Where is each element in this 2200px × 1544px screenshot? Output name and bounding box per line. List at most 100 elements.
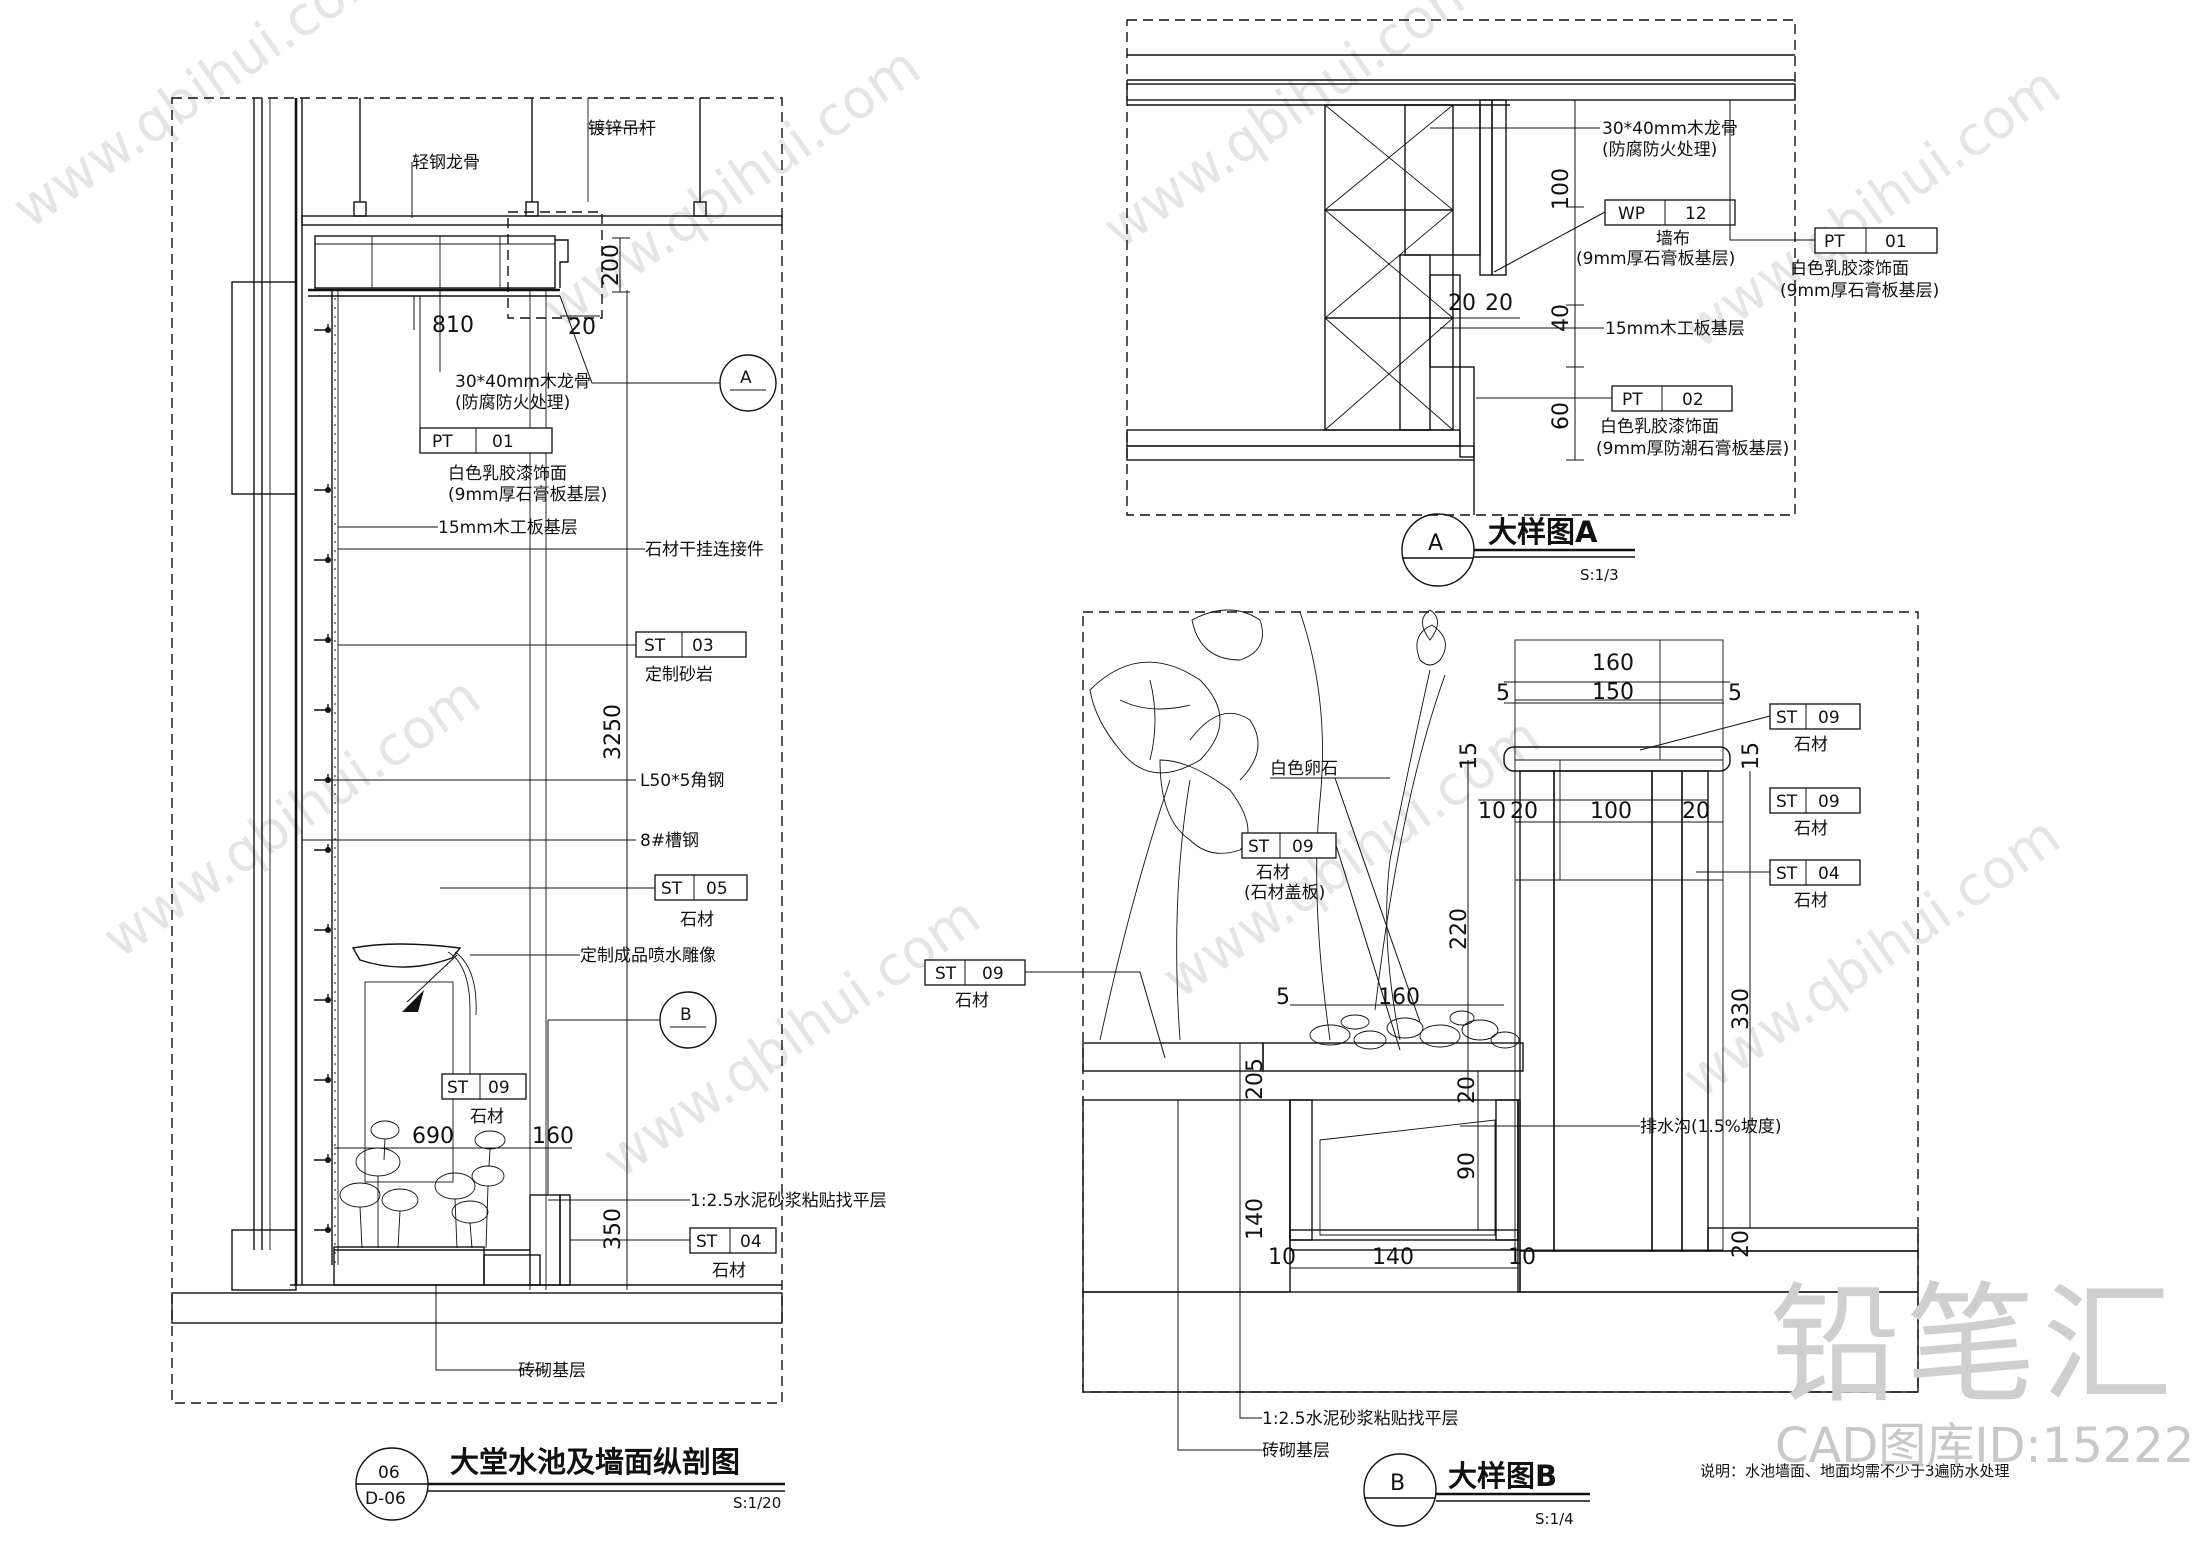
detail-b-title: 大样图B	[1448, 1459, 1557, 1493]
tag-b-st09a-num: 09	[1818, 708, 1840, 728]
label-hanger: 镀锌吊杆	[588, 119, 656, 139]
label-a-paint1: 白色乳胶漆饰面	[1790, 259, 1909, 279]
tag-wp12-code: WP	[1618, 204, 1645, 224]
dim-b-140v: 140	[1243, 1198, 1268, 1240]
brand-watermark: 铅笔汇 CAD图库ID:15222	[1770, 1269, 2194, 1474]
callout-a	[719, 354, 777, 412]
watermark-url-8: www.qbihui.com	[1671, 804, 2071, 1110]
watermark-url-3: www.qbihui.com	[1091, 0, 1491, 261]
dim-b-10: 10	[1478, 799, 1506, 824]
dim-3250: 3250	[601, 704, 626, 760]
deck-stone	[1082, 1042, 1264, 1072]
tag-pt01-a-code: PT	[1824, 232, 1845, 252]
detail-a-scale: S:1/3	[1580, 566, 1619, 584]
dim-b-15b: 15	[1739, 742, 1764, 770]
label-angle: L50*5角钢	[640, 771, 724, 791]
label-b-stone-c: 石材	[1794, 891, 1828, 911]
detail-b-mark: B	[1390, 1471, 1405, 1496]
label-keel: 轻钢龙骨	[412, 153, 480, 173]
dim-690: 690	[412, 1124, 454, 1149]
dim-b-140h: 140	[1372, 1245, 1414, 1270]
pool-wall-stone	[1681, 770, 1709, 1252]
tag-wp12-num: 12	[1685, 204, 1707, 224]
dim-a-100: 100	[1549, 168, 1574, 210]
pool-brick-base	[333, 1246, 485, 1286]
dim-b-15a: 15	[1457, 742, 1482, 770]
tag-pt01-num: 01	[492, 432, 514, 452]
section-scale: S:1/20	[733, 1494, 781, 1512]
label-b-brick: 砖砌基层	[1262, 1441, 1330, 1461]
tag-b-st04	[1769, 859, 1861, 886]
detail-a-mark: A	[1428, 531, 1443, 556]
dim-a-60: 60	[1549, 402, 1574, 430]
tag-st05-code: ST	[661, 879, 683, 899]
label-b-stone-cover: (石材盖板)	[1244, 883, 1325, 903]
detail-b-drawing: 160 150 5 5 15 15 10 20 100 20 220 330 2…	[924, 609, 2010, 1528]
label-a-wallcloth-note: (9mm厚石膏板基层)	[1576, 248, 1735, 269]
column-base	[231, 1229, 297, 1291]
label-wood-keel: 30*40mm木龙骨	[455, 372, 591, 392]
column-concrete	[231, 281, 297, 495]
dim-b-90: 90	[1455, 1152, 1480, 1180]
floor-slab	[171, 1292, 783, 1324]
callout-b-label: B	[680, 1005, 692, 1025]
watermark-url-7: www.qbihui.com	[1151, 704, 1551, 1010]
dim-b-5b: 5	[1728, 681, 1742, 706]
tag-b-st09c	[1241, 832, 1337, 859]
label-b-stone-e: 石材	[955, 991, 989, 1011]
tag-b-st09c-code: ST	[1248, 837, 1270, 857]
pebbles	[1309, 1010, 1520, 1050]
label-a-paint2-note: (9mm厚防潮石膏板基层)	[1596, 438, 1789, 459]
callout-b	[659, 991, 717, 1049]
label-fountain: 定制成品喷水雕像	[580, 946, 716, 966]
dim-350: 350	[601, 1208, 626, 1250]
label-stone-st05: 石材	[680, 910, 714, 930]
dim-b-20c: 20	[1455, 1076, 1480, 1104]
ground-slab	[1082, 1291, 1919, 1393]
dim-20: 20	[568, 315, 596, 340]
label-channel: 8#槽钢	[640, 831, 699, 851]
pool-wall-left	[1519, 770, 1555, 1252]
label-a-wood-keel: 30*40mm木龙骨	[1602, 119, 1738, 139]
detail-a-title: 大样图A	[1488, 515, 1598, 549]
dim-b-20d: 20	[1729, 1230, 1754, 1258]
callout-a-label: A	[740, 368, 752, 388]
tag-st05	[654, 874, 748, 901]
dim-a-20a: 20	[1448, 291, 1476, 316]
label-b-mortar: 1:2.5水泥砂浆粘贴找平层	[1262, 1409, 1459, 1429]
tag-b-st04-code: ST	[1776, 864, 1798, 884]
watermark-layer: www.qbihui.com www.qbihui.com www.qbihui…	[1, 0, 2071, 1191]
tag-st09-num: 09	[488, 1078, 510, 1098]
label-a-paint1-note: (9mm厚石膏板基层)	[1780, 280, 1939, 301]
tag-pt01	[419, 427, 553, 454]
section-title: 大堂水池及墙面纵剖图	[450, 1445, 740, 1479]
section-title-block: 06 D-06 大堂水池及墙面纵剖图 S:1/20	[355, 1445, 785, 1521]
dim-160: 160	[532, 1124, 574, 1149]
dim-b-5c: 5	[1276, 985, 1290, 1010]
detail-a-title-block: A 大样图A S:1/3	[1401, 513, 1635, 587]
note-waterproof: 说明：水池墙面、地面均需不少于3遍防水处理	[1700, 1462, 2010, 1480]
label-stone-st09: 石材	[470, 1107, 504, 1127]
dim-b-160b: 160	[1378, 985, 1420, 1010]
tag-b-st09d-num: 09	[982, 964, 1004, 984]
tag-b-st04-num: 04	[1818, 864, 1840, 884]
detail-a-drawing: 100 40 60 20 20 30*40mm木龙骨 (防腐防火处理) WP 1…	[1126, 19, 1939, 587]
dim-b-220: 220	[1447, 908, 1472, 950]
watermark-url-1: www.qbihui.com	[1, 0, 401, 241]
light-steel-keel	[301, 215, 783, 226]
label-a-plywood: 15mm木工板基层	[1605, 319, 1745, 339]
tag-st04-code: ST	[696, 1232, 718, 1252]
tag-st09	[441, 1073, 527, 1100]
label-sandstone: 定制砂岩	[645, 665, 713, 685]
dim-b-20a: 20	[1510, 799, 1538, 824]
tag-b-st09b-code: ST	[1776, 792, 1798, 812]
tag-wp12	[1604, 199, 1736, 226]
section-sheet: D-06	[365, 1489, 406, 1509]
tag-pt01-code: PT	[432, 432, 453, 452]
watermark-id: CAD图库ID:15222	[1775, 1418, 2194, 1474]
dim-a-20b: 20	[1485, 291, 1513, 316]
tag-pt01-a	[1814, 227, 1938, 254]
label-wood-keel-note: (防腐防火处理)	[455, 393, 570, 413]
